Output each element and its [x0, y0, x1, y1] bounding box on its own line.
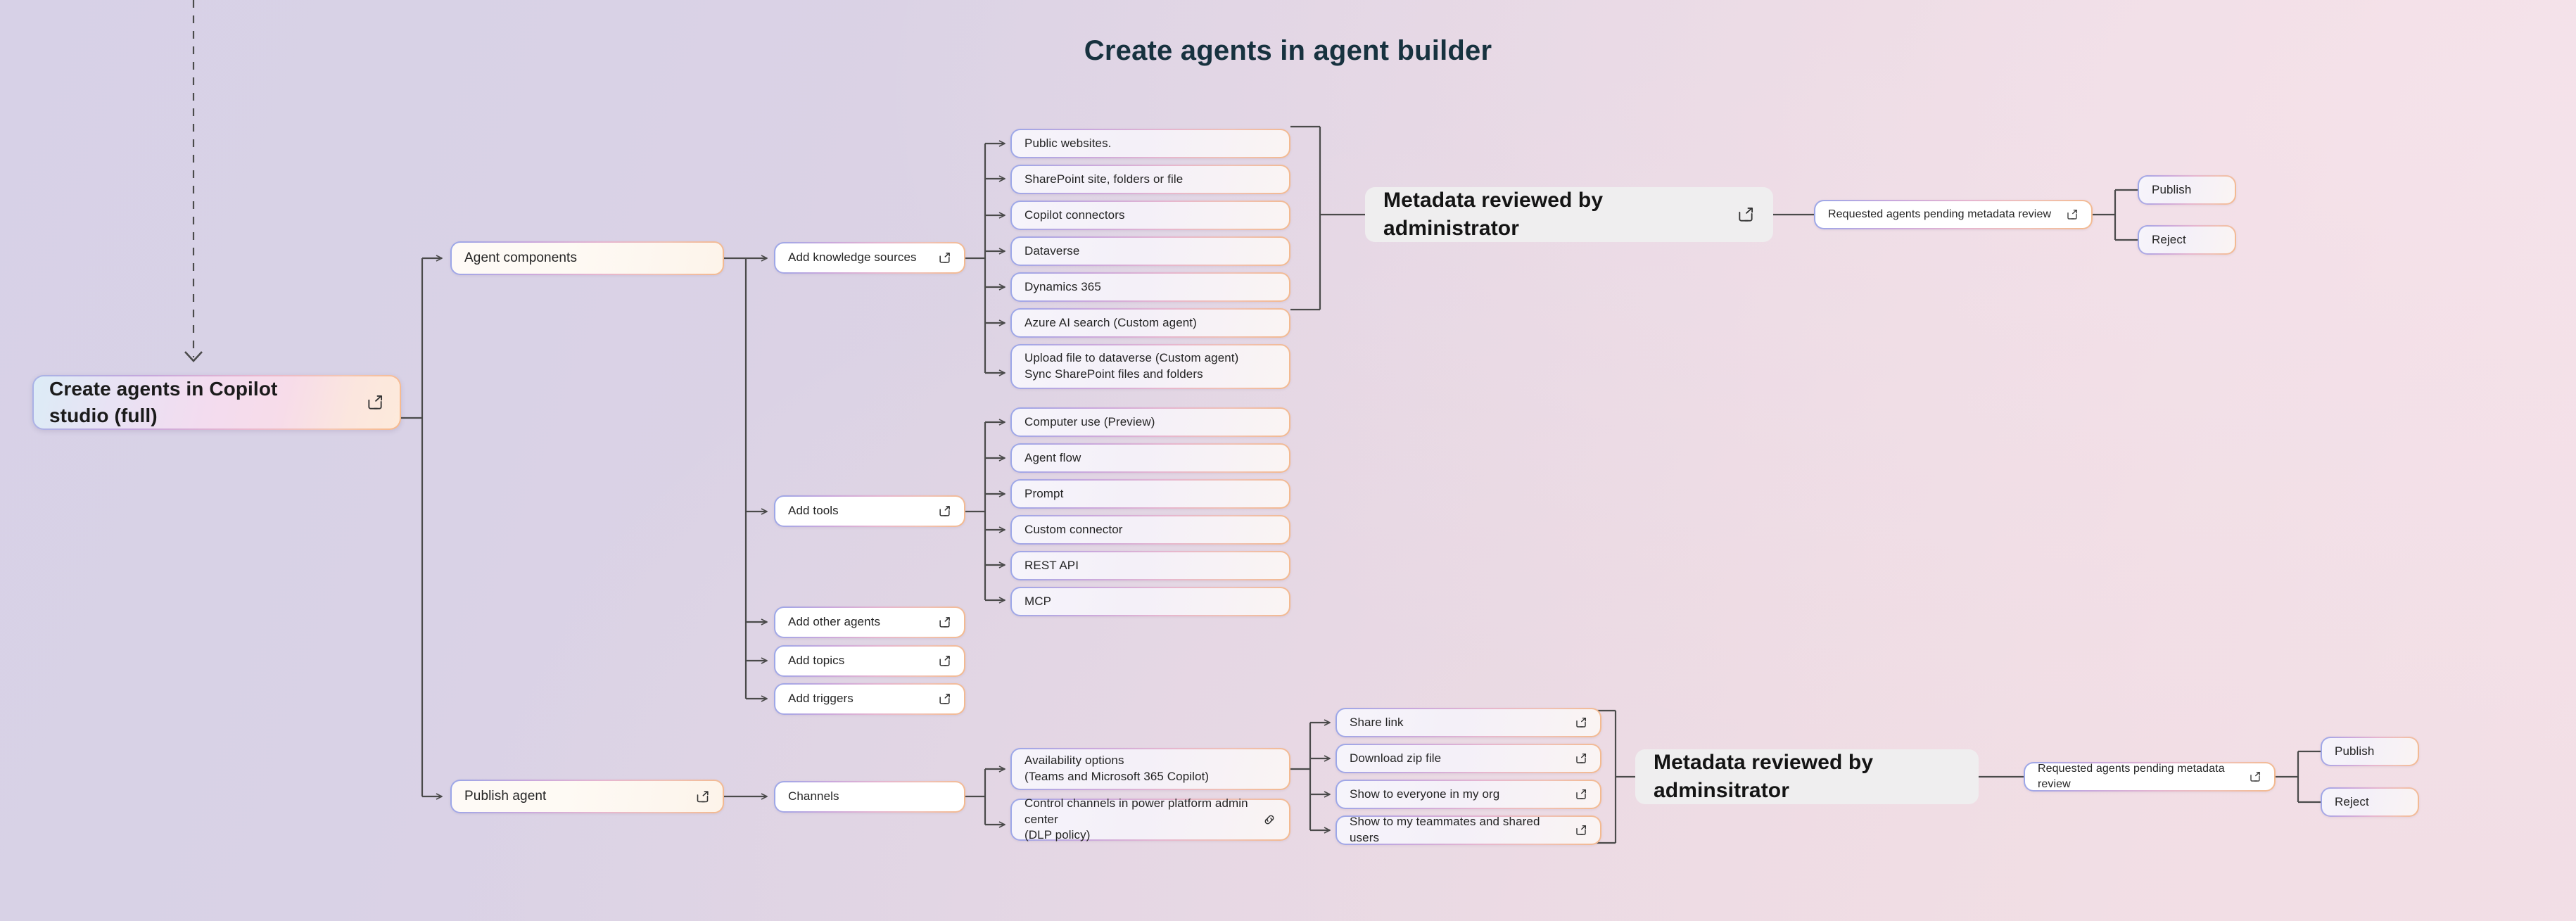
node-knowledge-source[interactable]: Dataverse: [1010, 236, 1290, 266]
expand-icon[interactable]: [938, 654, 951, 668]
expand-icon[interactable]: [1575, 788, 1587, 801]
node-label: Control channels in power platform admin…: [1024, 796, 1248, 842]
node-knowledge-source[interactable]: Copilot connectors: [1010, 201, 1290, 230]
node-metadata-review-top[interactable]: Metadata reviewed by administrator: [1365, 187, 1773, 242]
node-label: Reject: [2152, 232, 2186, 246]
node-tool[interactable]: Prompt: [1010, 479, 1290, 509]
node-knowledge-source[interactable]: Dynamics 365: [1010, 272, 1290, 302]
node-label: Dataverse: [1024, 243, 1080, 258]
node-label: Create agents in Copilot studio (full): [49, 378, 278, 426]
page-title: Create agents in agent builder: [1084, 35, 1492, 66]
node-pending-metadata-review-bottom[interactable]: Requested agents pending metadata review: [2024, 762, 2276, 792]
node-label: Add knowledge sources: [788, 250, 917, 265]
node-label: Metadata reviewed by adminsitrator: [1654, 750, 1874, 803]
node-label: SharePoint site, folders or file: [1024, 172, 1184, 186]
node-pending-metadata-review-top[interactable]: Requested agents pending metadata review: [1814, 200, 2093, 229]
node-label: Upload file to dataverse (Custom agent) …: [1024, 351, 1239, 381]
node-label: Requested agents pending metadata review: [2038, 763, 2225, 790]
node-add-triggers[interactable]: Add triggers: [774, 683, 965, 715]
node-label: Channels: [788, 789, 839, 804]
node-label: Copilot connectors: [1024, 208, 1125, 222]
node-outcome-publish-top[interactable]: Publish: [2138, 175, 2236, 205]
node-knowledge-source[interactable]: SharePoint site, folders or file: [1010, 165, 1290, 194]
expand-icon[interactable]: [695, 789, 710, 804]
node-label: Agent flow: [1024, 450, 1081, 464]
node-label: Reject: [2335, 794, 2369, 808]
expand-icon[interactable]: [1575, 752, 1587, 765]
node-agent-components[interactable]: Agent components: [450, 241, 724, 275]
expand-icon[interactable]: [366, 393, 384, 412]
node-outcome-publish-bottom[interactable]: Publish: [2321, 737, 2419, 766]
node-publish-agent[interactable]: Publish agent: [450, 780, 724, 813]
expand-icon[interactable]: [938, 251, 951, 265]
node-label: Requested agents pending metadata review: [1828, 208, 2052, 221]
node-share-option[interactable]: Show to everyone in my org: [1335, 780, 1601, 809]
node-tool[interactable]: Computer use (Preview): [1010, 407, 1290, 437]
node-channels[interactable]: Channels: [774, 781, 965, 813]
link-icon[interactable]: [1262, 813, 1276, 827]
node-add-topics[interactable]: Add topics: [774, 645, 965, 677]
node-label: Download zip file: [1350, 751, 1442, 765]
node-share-option[interactable]: Share link: [1335, 708, 1601, 737]
node-label: REST API: [1024, 558, 1079, 572]
node-tool[interactable]: MCP: [1010, 587, 1290, 616]
expand-icon[interactable]: [938, 504, 951, 518]
node-add-tools[interactable]: Add tools: [774, 495, 965, 527]
node-label: Add triggers: [788, 692, 854, 706]
node-label: Show to everyone in my org: [1350, 787, 1500, 801]
node-label: Availability options (Teams and Microsof…: [1024, 754, 1210, 783]
node-label: Publish: [2335, 744, 2375, 758]
node-label: Add topics: [788, 654, 845, 668]
expand-icon[interactable]: [2066, 208, 2079, 221]
node-label: Azure AI search (Custom agent): [1024, 315, 1197, 329]
node-root-create-agents[interactable]: Create agents in Copilot studio (full): [32, 375, 401, 430]
node-knowledge-source[interactable]: Upload file to dataverse (Custom agent) …: [1010, 344, 1290, 389]
node-label: Custom connector: [1024, 522, 1123, 536]
node-tool[interactable]: Agent flow: [1010, 443, 1290, 473]
node-label: Prompt: [1024, 486, 1064, 500]
node-share-option[interactable]: Download zip file: [1335, 744, 1601, 773]
node-add-knowledge-sources[interactable]: Add knowledge sources: [774, 242, 965, 274]
node-control-channels-dlp[interactable]: Control channels in power platform admin…: [1010, 796, 1290, 842]
node-label: Publish agent: [464, 789, 547, 804]
node-outcome-reject-bottom[interactable]: Reject: [2321, 787, 2419, 817]
node-label: Metadata reviewed by administrator: [1383, 188, 1604, 241]
node-label: Add tools: [788, 504, 839, 518]
node-add-other-agents[interactable]: Add other agents: [774, 606, 965, 638]
chevron-down-icon: [184, 351, 203, 362]
node-label: Dynamics 365: [1024, 279, 1101, 293]
node-label: Publish: [2152, 182, 2192, 196]
node-knowledge-source[interactable]: Azure AI search (Custom agent): [1010, 308, 1290, 338]
expand-icon[interactable]: [1575, 716, 1587, 729]
node-tool[interactable]: REST API: [1010, 551, 1290, 580]
node-label: MCP: [1024, 594, 1052, 608]
node-label: Add other agents: [788, 615, 881, 629]
expand-icon[interactable]: [2249, 770, 2261, 783]
node-label: Show to my teammates and shared users: [1350, 815, 1540, 844]
node-label: Public websites.: [1024, 136, 1112, 150]
node-share-option[interactable]: Show to my teammates and shared users: [1335, 815, 1601, 845]
node-label: Share link: [1350, 715, 1404, 729]
expand-icon[interactable]: [1575, 824, 1587, 837]
node-metadata-review-bottom[interactable]: Metadata reviewed by adminsitrator: [1635, 749, 1979, 804]
node-knowledge-source[interactable]: Public websites.: [1010, 129, 1290, 158]
node-outcome-reject-top[interactable]: Reject: [2138, 225, 2236, 255]
node-availability-options[interactable]: Availability options (Teams and Microsof…: [1010, 748, 1290, 790]
node-label: Computer use (Preview): [1024, 414, 1155, 428]
node-tool[interactable]: Custom connector: [1010, 515, 1290, 545]
expand-icon[interactable]: [938, 692, 951, 706]
expand-icon[interactable]: [1737, 205, 1755, 224]
node-label: Agent components: [464, 250, 578, 266]
expand-icon[interactable]: [938, 616, 951, 629]
